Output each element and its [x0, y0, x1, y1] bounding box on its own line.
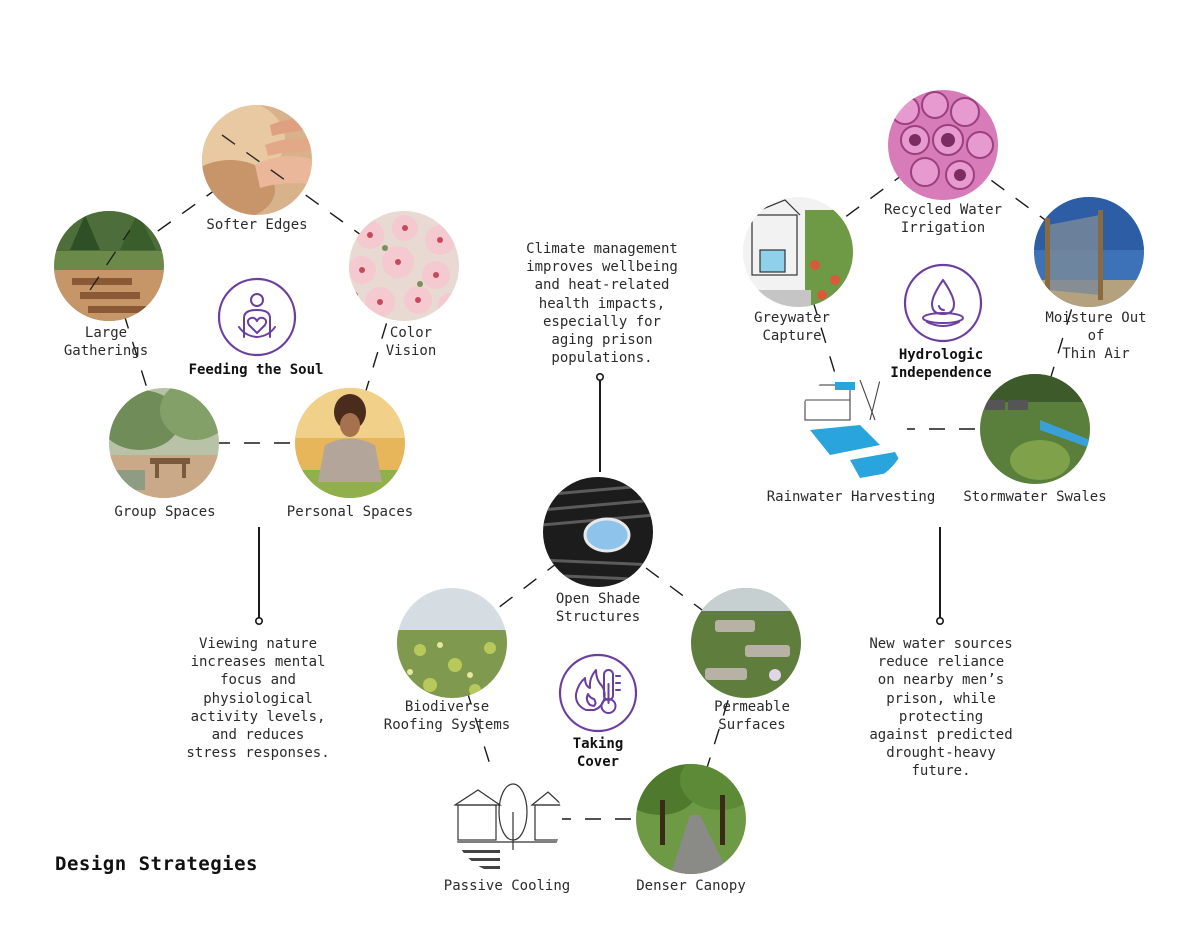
- photo-personal-spaces: [295, 388, 405, 498]
- photo-open-shade-structures: [543, 477, 653, 587]
- note-hydrologic-independence: New water sources reduce reliance on nea…: [869, 636, 1013, 780]
- label-greywater-capture: Greywater Capture: [754, 310, 830, 344]
- note-taking-cover: Climate management improves wellbeing an…: [526, 241, 678, 367]
- photo-greywater-capture: [743, 197, 853, 307]
- photo-passive-cooling: [452, 764, 562, 874]
- label-stormwater-swales: Stormwater Swales: [963, 489, 1107, 505]
- photo-biodiverse-roofing: [397, 588, 507, 698]
- feeding-icon-ring: [217, 277, 297, 357]
- photo-denser-canopy: [636, 764, 746, 874]
- label-softer-edges: Softer Edges: [206, 217, 308, 233]
- note-feeding-the-soul: Viewing nature increases mental focus an…: [186, 636, 330, 762]
- label-passive-cooling: Passive Cooling: [443, 878, 571, 894]
- cover-icon-ring: [558, 653, 638, 733]
- title-taking-cover: Taking Cover: [572, 736, 624, 770]
- photo-large-gatherings: [54, 211, 164, 321]
- label-permeable-surfaces: Permeable Surfaces: [714, 699, 790, 733]
- photo-rainwater-harvesting: [797, 374, 907, 484]
- photo-permeable-surfaces: [691, 588, 801, 698]
- photo-color-vision: [349, 211, 459, 321]
- water-drop-icon: [922, 279, 964, 327]
- label-rainwater-harvesting: Rainwater Harvesting: [766, 489, 936, 505]
- label-group-spaces: Group Spaces: [114, 504, 216, 520]
- hydro-icon-ring: [903, 263, 983, 343]
- label-recycled-water: Recycled Water Irrigation: [883, 202, 1003, 236]
- note-connectors: [255, 372, 944, 625]
- label-color-vision: Color Vision: [385, 325, 437, 359]
- page-heading: Design Strategies: [55, 853, 258, 875]
- label-personal-spaces: Personal Spaces: [286, 504, 414, 520]
- photo-group-spaces: [109, 388, 219, 498]
- photo-stormwater-swales: [980, 374, 1090, 484]
- title-feeding-the-soul: Feeding the Soul: [188, 362, 324, 378]
- photo-recycled-water: [888, 90, 998, 200]
- person-hugging-heart-icon: [238, 293, 276, 338]
- photo-moisture-out-of-thin-air: [1034, 197, 1144, 307]
- title-hydrologic-independence: Hydrologic Independence: [890, 347, 992, 381]
- label-denser-canopy: Denser Canopy: [636, 878, 746, 894]
- label-large-gatherings: Large Gatherings: [63, 325, 149, 359]
- photo-softer-edges: [202, 105, 312, 215]
- label-biodiverse-roofing: Biodiverse Roofing Systems: [383, 699, 511, 733]
- heat-thermometer-icon: [574, 669, 621, 714]
- label-moisture-out-of-thin-air: Moisture Out of Thin Air: [1045, 310, 1147, 362]
- label-open-shade-structures: Open Shade Structures: [555, 591, 641, 625]
